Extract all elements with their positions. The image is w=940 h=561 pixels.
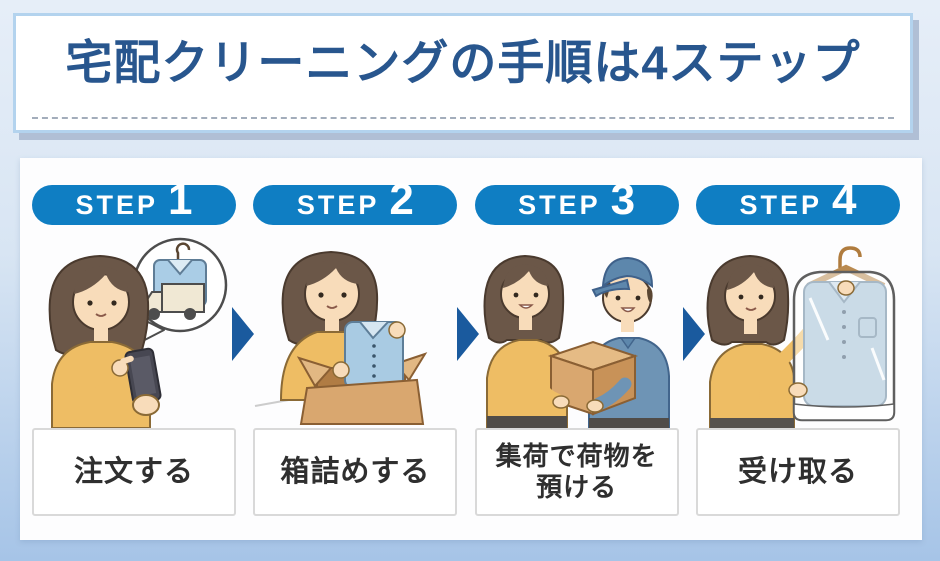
step-4-label-box: 受け取る xyxy=(695,428,900,516)
hanger-icon xyxy=(806,264,886,289)
delivery-truck-icon xyxy=(144,283,205,320)
step-2-badge: STEP 2 xyxy=(253,178,458,225)
step-arrow-icon xyxy=(683,307,705,361)
woman-packing-shirt-into-box-icon xyxy=(255,250,428,425)
hanger-hook-icon xyxy=(175,242,191,260)
woman-handing-box-to-courier-icon xyxy=(483,254,670,428)
step-3-label-box: 集荷で荷物を 預ける xyxy=(474,428,679,516)
step-number: 4 xyxy=(832,175,857,225)
smartphone-icon xyxy=(124,347,162,405)
woman-figure xyxy=(483,254,568,428)
step-3-column: STEP 3 xyxy=(474,178,679,516)
shirt-icon xyxy=(344,321,405,389)
cap-icon xyxy=(601,256,653,289)
step-2-column: STEP 2 xyxy=(253,178,458,516)
step-number: 1 xyxy=(168,175,193,225)
step-3-badge: STEP 3 xyxy=(474,178,679,225)
step-2-label: 箱詰めする xyxy=(280,455,431,488)
step-1-badge: STEP 1 xyxy=(32,178,236,225)
step-word: STEP xyxy=(75,189,159,220)
steps-panel: STEP 1 xyxy=(20,158,922,540)
woman-receiving-cleaned-shirt-icon xyxy=(706,246,896,428)
woman-figure xyxy=(48,254,162,428)
step-number: 3 xyxy=(610,175,636,225)
step-4-column: STEP 4 xyxy=(695,178,900,516)
step-2-label-box: 箱詰めする xyxy=(253,428,458,516)
page-title: 宅配クリーニングの手順は4ステップ xyxy=(65,36,861,89)
garment-bag-icon xyxy=(792,246,896,422)
step-3-label: 集荷で荷物を 預ける xyxy=(495,440,658,502)
dashed-divider xyxy=(32,117,894,119)
step-word: STEP xyxy=(518,189,601,220)
woman-ordering-on-smartphone-icon xyxy=(48,237,228,428)
step-arrow-icon xyxy=(457,307,479,361)
header-box: 宅配クリーニングの手順は4ステップ xyxy=(13,13,913,133)
step-number: 2 xyxy=(389,175,414,225)
step-1-label-box: 注文する xyxy=(32,428,236,516)
steps-row: STEP 1 xyxy=(32,178,900,516)
step-word: STEP xyxy=(739,189,822,220)
step-word: STEP xyxy=(296,189,380,220)
box-front-face xyxy=(300,378,425,425)
step-1-label: 注文する xyxy=(73,455,194,488)
step-4-badge: STEP 4 xyxy=(695,178,900,225)
step-4-label: 受け取る xyxy=(737,455,858,488)
step-1-column: STEP 1 xyxy=(32,178,236,516)
step-arrow-icon xyxy=(232,307,254,361)
